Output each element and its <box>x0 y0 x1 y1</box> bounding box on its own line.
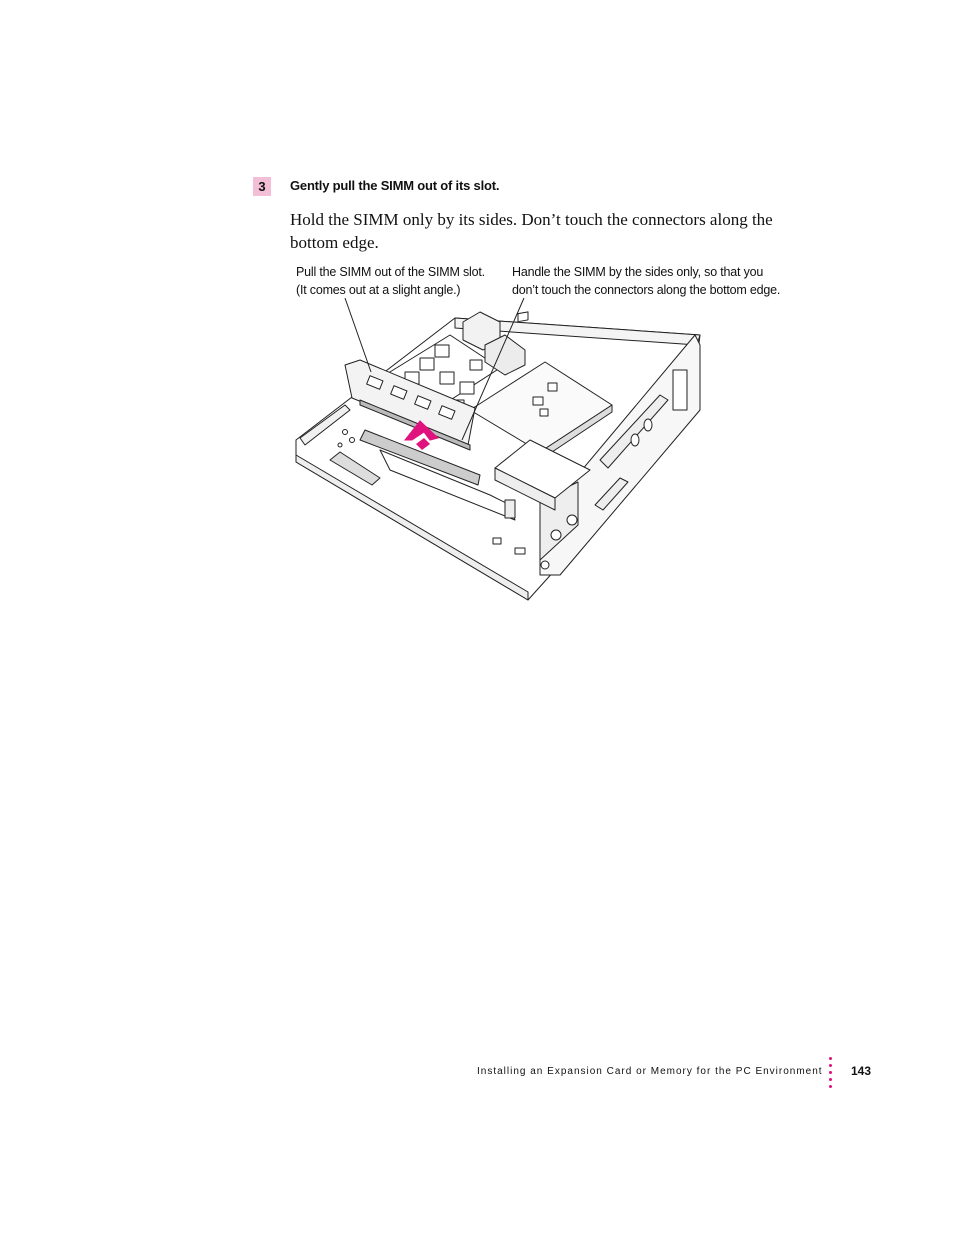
callout-right-leader <box>461 297 525 441</box>
callout-right: Handle the SIMM by the sides only, so th… <box>512 264 780 299</box>
callout-left-line1: Pull the SIMM out of the SIMM slot. <box>296 265 485 279</box>
callout-left: Pull the SIMM out of the SIMM slot. (It … <box>296 264 485 299</box>
footer-chapter-title: Installing an Expansion Card or Memory f… <box>477 1066 823 1077</box>
pull-direction-arrow <box>403 420 440 441</box>
step-title: Gently pull the SIMM out of its slot. <box>290 178 500 193</box>
logic-board-simm-removal-illustration <box>295 297 701 601</box>
simm-slot <box>359 429 481 486</box>
footer-dot-separator <box>829 1057 833 1092</box>
instruction-paragraph: Hold the SIMM only by its sides. Don’t t… <box>290 210 773 252</box>
page-number: 143 <box>851 1064 872 1078</box>
callout-left-line2: (It comes out at a slight angle.) <box>296 282 461 297</box>
callout-right-line1: Handle the SIMM by the sides only, so th… <box>512 265 764 279</box>
step-number-badge: 3 <box>253 177 271 196</box>
callout-right-line2: don’t touch the connectors along the bot… <box>512 282 781 297</box>
callout-left-leader <box>344 297 372 373</box>
